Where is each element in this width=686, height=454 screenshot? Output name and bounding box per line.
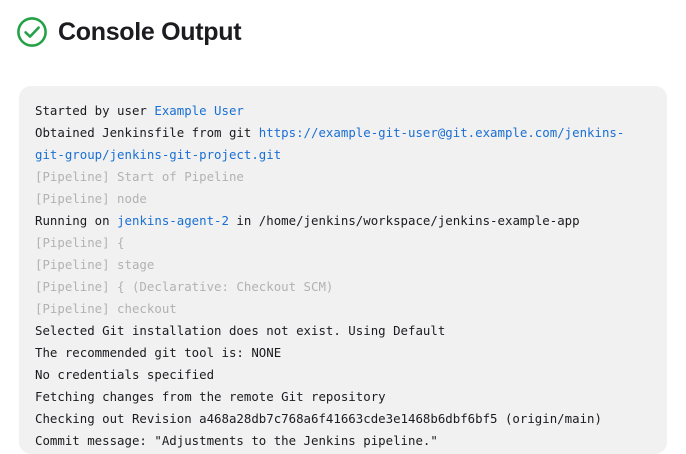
console-log-link[interactable]: jenkins-agent-2 <box>117 213 229 228</box>
console-log-text: Fetching changes from the remote Git rep… <box>35 389 386 404</box>
console-log-text: in /home/jenkins/workspace/jenkins-examp… <box>228 213 580 228</box>
console-log-text: The recommended git tool is: NONE <box>35 345 282 360</box>
console-log-line: Selected Git installation does not exist… <box>35 320 651 342</box>
console-log-text: Running on <box>35 213 118 228</box>
console-log-line: [Pipeline] checkout <box>35 298 651 320</box>
page-title: Console Output <box>58 17 242 46</box>
console-log-line: [Pipeline] { <box>35 232 651 254</box>
console-log-line: The recommended git tool is: NONE <box>35 342 651 364</box>
console-log-text: [Pipeline] { <box>35 235 125 250</box>
console-log-line: Checking out Revision a468a28db7c768a6f4… <box>35 408 651 430</box>
console-log-link[interactable]: Example User <box>154 103 244 118</box>
check-circle-icon <box>17 17 47 47</box>
console-log-text: [Pipeline] node <box>35 191 147 206</box>
console-log-text: Checking out Revision a468a28db7c768a6f4… <box>35 411 602 426</box>
console-log-link[interactable]: https://example-git-user@git.example.com… <box>35 125 625 162</box>
console-log-line: Commit message: "Adjustments to the Jenk… <box>35 430 651 452</box>
console-log-text: [Pipeline] stage <box>35 257 155 272</box>
console-log-text: Selected Git installation does not exist… <box>35 323 446 338</box>
console-log-text: [Pipeline] Start of Pipeline <box>35 169 244 184</box>
console-log-text: Commit message: "Adjustments to the Jenk… <box>35 433 438 448</box>
console-log-line: Fetching changes from the remote Git rep… <box>35 386 651 408</box>
console-log-text: Started by user <box>35 103 155 118</box>
console-log-line: Running on jenkins-agent-2 in /home/jenk… <box>35 210 651 232</box>
console-log-line: No credentials specified <box>35 364 651 386</box>
console-log-text: [Pipeline] { (Declarative: Checkout SCM) <box>35 279 334 294</box>
console-log-line: Started by user Example User <box>35 100 651 122</box>
console-log-line: [Pipeline] { (Declarative: Checkout SCM) <box>35 276 651 298</box>
console-log-line: [Pipeline] node <box>35 188 651 210</box>
console-log-line: [Pipeline] stage <box>35 254 651 276</box>
console-log-text: Obtained Jenkinsfile from git <box>35 125 259 140</box>
console-log-text: No credentials specified <box>35 367 215 382</box>
page-header: Console Output <box>16 10 242 54</box>
console-log-text: [Pipeline] checkout <box>35 301 177 316</box>
console-log-line: Obtained Jenkinsfile from git https://ex… <box>35 122 651 166</box>
console-log-line: [Pipeline] Start of Pipeline <box>35 166 651 188</box>
